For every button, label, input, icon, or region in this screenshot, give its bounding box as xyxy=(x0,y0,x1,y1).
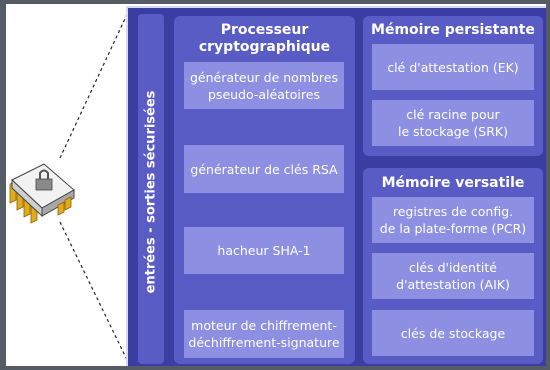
aik-line1: clés d'identité xyxy=(409,260,497,275)
pcr-line2: de la plate-forme (PCR) xyxy=(379,221,527,236)
sha1-hasher-label: hacheur SHA-1 xyxy=(217,243,311,258)
endorsement-key-box: clé d'attestation (EK) xyxy=(372,44,534,90)
zoom-line-bottom xyxy=(59,221,131,367)
storage-root-key-box: clé racine pour le stockage (SRK) xyxy=(372,100,534,146)
rsa-key-generator-box: générateur de clés RSA xyxy=(184,145,344,193)
cipher-engine-box: moteur de chiffrement- déchiffrement-sig… xyxy=(184,310,344,358)
frame-bottom-border xyxy=(0,366,550,370)
pcr-box: registres de config. de la plate-forme (… xyxy=(372,197,534,243)
rng-line1: générateur de nombres xyxy=(189,69,338,85)
endorsement-key-label: clé d'attestation (EK) xyxy=(387,59,519,75)
storage-keys-box: clés de stockage xyxy=(372,310,534,356)
frame-top-border xyxy=(0,0,550,4)
zoom-line-top xyxy=(59,7,131,159)
srk-line1: clé racine pour xyxy=(406,107,500,122)
io-bar xyxy=(138,14,164,364)
cipher-engine-line2: déchiffrement-signature xyxy=(188,335,340,350)
versatile-memory-title: Mémoire versatile xyxy=(381,175,525,191)
pcr-line1: registres de config. xyxy=(392,204,514,219)
frame-left-border xyxy=(0,0,6,370)
crypto-title-line1: Processeur xyxy=(220,22,309,38)
rng-line2: pseudo-aléatoires xyxy=(208,86,320,102)
io-label: entrées - sorties sécurisées xyxy=(143,90,159,294)
cipher-engine-line1: moteur de chiffrement- xyxy=(191,318,337,333)
aik-line2: d'attestation (AIK) xyxy=(396,277,510,292)
frame-right-border xyxy=(546,0,550,370)
srk-line2: le stockage (SRK) xyxy=(398,124,508,139)
crypto-processor-title: Processeur cryptographique xyxy=(174,22,355,56)
sha1-hasher-box: hacheur SHA-1 xyxy=(184,227,344,274)
rng-box: générateur de nombres pseudo-aléatoires xyxy=(184,62,344,109)
rsa-key-generator-label: générateur de clés RSA xyxy=(190,161,338,177)
chip-icon xyxy=(9,163,75,224)
storage-keys-label: clés de stockage xyxy=(400,325,506,341)
crypto-title-line2: cryptographique xyxy=(198,39,331,55)
persistent-memory-title: Mémoire persistante xyxy=(371,22,535,38)
aik-box: clés d'identité d'attestation (AIK) xyxy=(372,253,534,299)
